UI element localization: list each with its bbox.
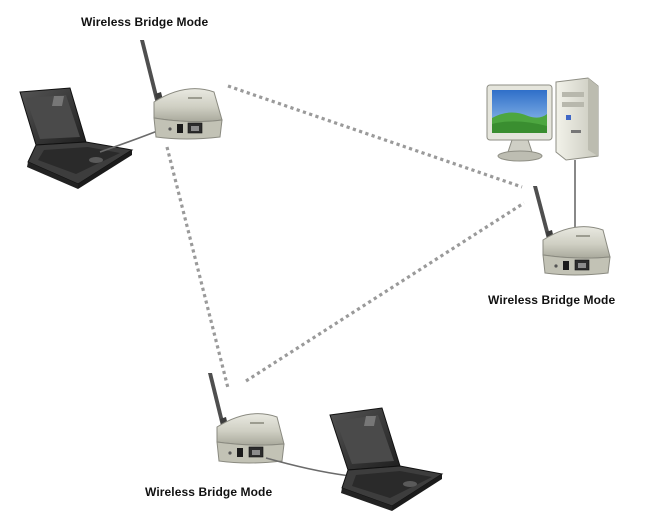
bridge-label-bottom: Wireless Bridge Mode [145,485,272,499]
bridge-label-right: Wireless Bridge Mode [488,293,615,307]
link-top-to-right [228,86,522,187]
laptop-icon [20,88,132,189]
link-top-to-bottom [167,147,228,388]
desktop-pc-icon [487,78,598,161]
wireless-bridge-icon [140,40,222,139]
laptop-icon [330,408,442,511]
wireless-bridge-icon [533,186,610,275]
wireless-bridge-icon [208,373,284,463]
bridge-label-top: Wireless Bridge Mode [81,15,208,29]
laptop-cable [266,458,350,476]
link-bottom-to-right [246,203,524,381]
